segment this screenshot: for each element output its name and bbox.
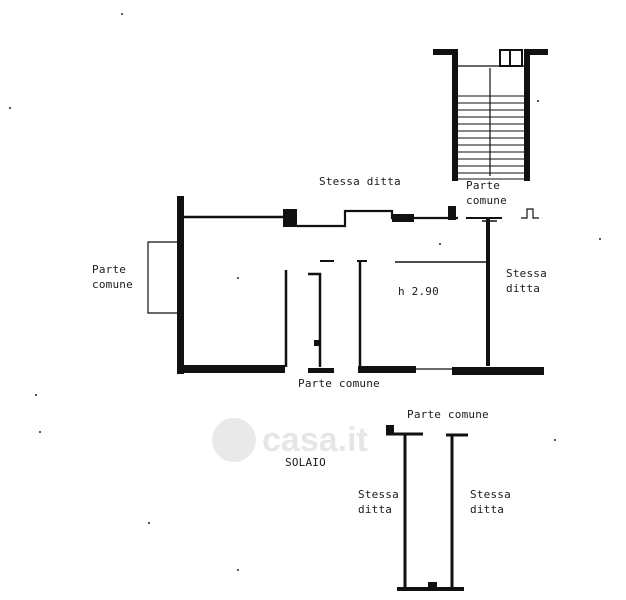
staircase: [433, 49, 548, 181]
watermark: casa.it: [212, 412, 412, 468]
label-line: ditta: [358, 503, 393, 516]
scan-specks: [9, 13, 601, 571]
watermark-brand: casa.it: [262, 420, 368, 459]
label-parte-comune-bottom: Parte comune: [298, 377, 380, 390]
watermark-logo-icon: [212, 418, 256, 462]
label-line: Parte: [466, 179, 501, 192]
label-line: comune: [92, 278, 133, 291]
label-stessa-ditta-solaio-left: Stessa ditta: [358, 487, 399, 517]
label-line: Parte: [92, 263, 127, 276]
label-parte-comune-left: Parte comune: [92, 262, 133, 292]
label-stessa-ditta-top: Stessa ditta: [319, 175, 401, 188]
label-line: comune: [466, 194, 507, 207]
label-line: Stessa: [506, 267, 547, 280]
label-stessa-ditta-right: Stessa ditta: [506, 266, 547, 296]
label-stessa-ditta-solaio-right: Stessa ditta: [470, 487, 511, 517]
label-ceiling-height: h 2.90: [398, 285, 439, 298]
stair-treads: [458, 95, 524, 180]
apartment-walls: [147, 196, 544, 375]
label-solaio-title: SOLAIO: [285, 456, 326, 469]
label-parte-comune-solaio: Parte comune: [407, 408, 489, 421]
label-line: Stessa: [358, 488, 399, 501]
label-line: Stessa: [470, 488, 511, 501]
label-line: ditta: [506, 282, 541, 295]
solaio-walls: [386, 425, 468, 591]
label-parte-comune-stair: Parte comune: [466, 178, 507, 208]
label-line: ditta: [470, 503, 505, 516]
